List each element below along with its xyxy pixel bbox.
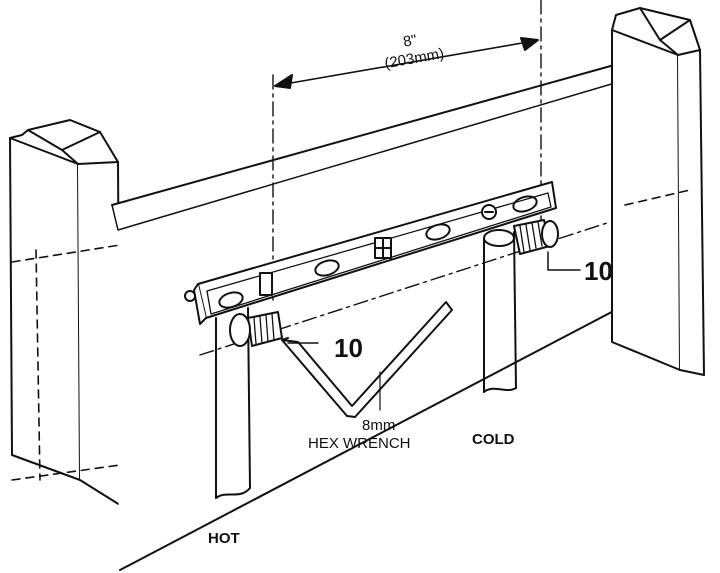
mounting-board — [111, 61, 626, 571]
mounting-bracket — [184, 181, 557, 325]
cold-pipe — [483, 229, 517, 393]
left-fitting — [229, 311, 283, 347]
dimension-line — [274, 37, 539, 89]
leader-lines — [287, 251, 581, 411]
right-fitting — [513, 219, 559, 255]
left-stud — [9, 119, 121, 506]
callout-number-right: 10 — [584, 256, 613, 286]
hidden-edges — [11, 189, 691, 481]
wrench-name-label: HEX WRENCH — [308, 435, 411, 452]
dimension-metric: (203mm) — [383, 45, 445, 72]
wrench-size-label: 8mm — [362, 417, 395, 434]
dimension-inches: 8" — [402, 32, 418, 51]
hex-wrench — [281, 301, 453, 418]
callout-number-left: 10 — [334, 333, 363, 363]
cold-label: COLD — [472, 431, 515, 448]
hot-label: HOT — [208, 530, 240, 547]
right-stud — [611, 7, 705, 376]
dimension-label: 8" (203mm) — [383, 32, 445, 73]
